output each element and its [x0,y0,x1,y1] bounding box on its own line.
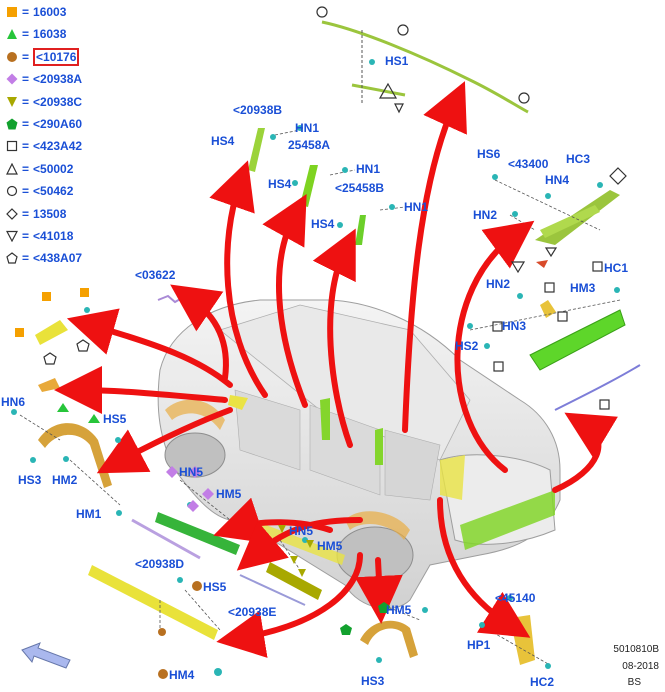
diamond-outline-symbol-icon [6,207,18,220]
legend-part-code: 16038 [33,27,67,42]
legend-equals: = [22,251,30,266]
circle-outline-symbol-icon [6,185,18,197]
label-43400: <43400 [508,157,549,171]
legend-part-code: 16003 [33,5,67,19]
legend-item: =16038 [6,25,66,43]
legend-part-code: <423A42 [33,139,83,154]
drawing-initials: BS [627,677,641,688]
legend-item: =<50462 [6,182,73,200]
label-hs5-b: HS5 [203,580,227,594]
label-hm5-b: HM5 [317,539,343,553]
pentagon-symbol-icon [6,118,18,130]
pentagon-outline-symbol-icon [6,252,18,264]
label-45140: <45140 [495,591,536,605]
label-hc1: HC1 [604,261,629,275]
legend-item: =16003 [6,3,66,21]
triangle-outline-symbol-icon [6,162,18,175]
label-hn4: HN4 [545,173,570,187]
legend-part-code: <41018 [33,229,74,243]
legend-part-code: 13508 [33,206,67,221]
label-hs2: HS2 [455,339,479,353]
legend-part-code: <10176 [33,47,80,66]
diamond-symbol-icon [6,73,18,85]
legend-part-code: <50462 [33,184,74,199]
legend-equals: = [22,49,30,64]
label-hm2: HM2 [52,473,78,487]
label-hm5-c: HM5 [386,603,412,617]
label-hn2-b: HN2 [486,277,511,291]
label-hs3-b: HS3 [361,674,385,688]
label-hn1-a: HN1 [295,121,320,135]
label-hc3: HC3 [566,152,591,166]
label-25458a: 25458A [288,138,331,152]
label-hm3: HM3 [570,281,596,295]
label-hc2: HC2 [530,675,555,689]
drawing-id: 5010810B [613,644,659,655]
legend-part-code: <290A60 [33,117,83,131]
legend-item: =<41018 [6,227,73,245]
view-direction-icon [21,642,71,669]
legend-item: =<20938C [6,93,82,111]
label-hs4-a: HS4 [211,134,235,148]
label-20938e: <20938E [228,605,277,619]
legend-part-code: <438A07 [33,251,83,266]
legend-equals: = [22,229,30,243]
label-hp1: HP1 [467,638,491,652]
legend-part-code: <50002 [33,161,74,176]
label-hs1: HS1 [385,54,409,68]
legend-equals: = [22,72,30,87]
label-hn5-b: HN5 [289,524,314,538]
label-hn1-b: HN1 [356,162,381,176]
legend-item: =<50002 [6,160,73,178]
label-hs5-a: HS5 [103,412,127,426]
legend-part-code: <20938A [33,72,83,87]
label-hn3: HN3 [502,319,527,333]
legend-equals: = [22,184,30,199]
legend-part-code: <20938C [33,94,83,109]
legend-equals: = [22,5,30,19]
label-hm1: HM1 [76,507,102,521]
triangle-up-symbol-icon [6,28,18,40]
legend-equals: = [22,27,30,42]
legend-item: =<423A42 [6,137,82,155]
legend-equals: = [22,117,30,131]
label-20938d: <20938D [135,557,185,571]
label-hm4: HM4 [169,668,195,682]
legend-equals: = [22,139,30,154]
legend-equals: = [22,161,30,176]
label-hs4-c: HS4 [311,217,335,231]
label-hs4-b: HS4 [268,177,292,191]
legend-equals: = [22,206,30,221]
legend-item: =<290A60 [6,115,82,133]
square-outline-symbol-icon [6,140,18,152]
circle-symbol-icon [6,51,18,63]
triangle-down-symbol-icon [6,96,18,108]
label-hm5-a: HM5 [216,487,242,501]
legend-item: =<438A07 [6,249,82,267]
label-hn5-a: HN5 [179,465,204,479]
legend-equals: = [22,94,30,109]
label-03622: <03622 [135,268,176,282]
legend-item: =13508 [6,205,66,223]
callout-arrows [54,81,618,658]
legend-item: =<20938A [6,70,82,88]
label-hn2-a: HN2 [473,208,498,222]
legend-item: =<10176 [6,47,80,66]
label-hn6: HN6 [1,395,26,409]
label-25458b: <25458B [335,181,385,195]
label-hs6: HS6 [477,147,501,161]
label-hs3-a: HS3 [18,473,42,487]
label-hn1-c: HN1 [404,200,429,214]
square-symbol-icon [6,6,18,18]
triangle-down-outline-symbol-icon [6,230,18,242]
drawing-date: 08-2018 [622,661,659,672]
label-20938b: <20938B [233,103,283,117]
